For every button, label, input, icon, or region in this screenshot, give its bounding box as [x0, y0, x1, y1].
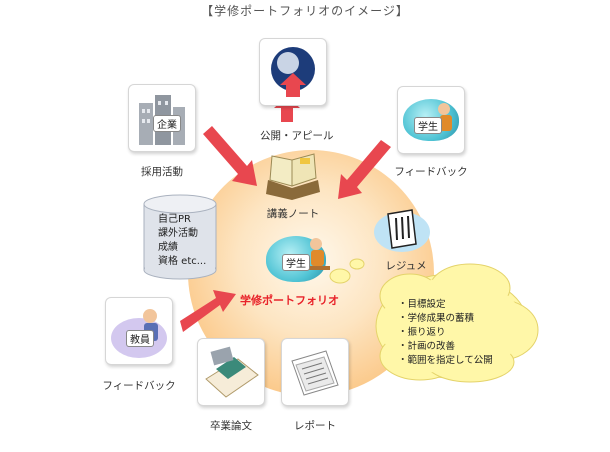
thesis-label: 卒業論文 [210, 420, 252, 432]
public-label: 公開・アピール [260, 130, 334, 142]
center-tag: 学生 [282, 254, 310, 271]
center-label: 学修ポートフォリオ [240, 294, 339, 307]
cylinder-item: 自己PR [158, 214, 191, 225]
cylinder-item: 成績 [158, 242, 178, 253]
teacher-feedback-label: フィードバック [102, 380, 176, 392]
info-cylinder [143, 194, 217, 280]
cloud-item: ・範囲を指定して公開 [398, 355, 493, 366]
student-feedback-label: フィードバック [394, 166, 468, 178]
cloud-item: ・計画の改善 [398, 341, 456, 352]
cloud-item: ・学修成果の蓄積 [398, 313, 475, 324]
cylinder-item: 課外活動 [158, 228, 198, 239]
resume-icon [374, 209, 430, 252]
globe-icon [271, 47, 315, 97]
public-box [259, 38, 327, 106]
cloud-item: ・目標設定 [398, 299, 446, 310]
teacher-feedback-box: 教員 [105, 297, 173, 365]
report-box [281, 338, 349, 406]
resume-label: レジュメ [385, 260, 427, 272]
arrows [180, 96, 391, 332]
notebook-icon [266, 153, 320, 200]
student-tag: 学生 [414, 117, 442, 134]
arrow-company [203, 126, 257, 186]
report-icon [291, 350, 339, 396]
thesis-icon [205, 346, 259, 398]
thesis-box [197, 338, 265, 406]
lecture-label: 講義ノート [266, 208, 320, 220]
thought-cloud [329, 258, 539, 383]
company-tag: 企業 [153, 115, 181, 132]
company-label: 採用活動 [141, 166, 183, 178]
cloud-item: ・振り返り [398, 327, 446, 338]
report-label: レポート [294, 420, 336, 432]
arrow-student [338, 140, 391, 199]
arrow-teacher [180, 290, 236, 332]
student-feedback-box: 学生 [397, 86, 465, 154]
cylinder-item: 資格 etc... [158, 256, 207, 267]
diagram-title: 【学修ポートフォリオのイメージ】 [201, 4, 409, 18]
teacher-tag: 教員 [126, 330, 154, 347]
company-box: 企業 [128, 84, 196, 152]
